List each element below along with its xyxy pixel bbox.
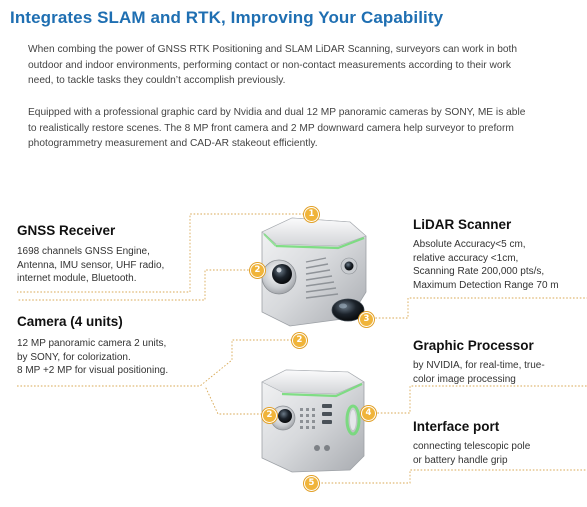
slam-device-bottom-view	[261, 369, 365, 473]
gpu-line: color image processing	[413, 373, 516, 385]
port-line: connecting telescopic pole	[413, 441, 531, 452]
slam-device-top-view	[261, 217, 367, 327]
camera-title: Camera (4 units)	[17, 314, 123, 329]
graphic-processor-title: Graphic Processor	[413, 338, 534, 353]
camera-line: by SONY, for colorization.	[17, 351, 131, 363]
lidar-line: Scanning Rate 200,000 pts/s,	[413, 266, 545, 277]
gnss-receiver-title: GNSS Receiver	[17, 223, 116, 238]
port-line: or battery handle grip	[413, 454, 508, 466]
gnss-receiver-description: 1698 channels GNSS Engine, Antenna, IMU …	[17, 245, 192, 286]
page-title: Integrates SLAM and RTK, Improving Your …	[10, 8, 444, 27]
interface-port-description: connecting telescopic pole or battery ha…	[413, 440, 563, 467]
gnss-line: internet module, Bluetooth.	[17, 273, 137, 284]
badge-interface-port: 5	[304, 476, 319, 491]
camera-description: 12 MP panoramic camera 2 units, by SONY,…	[17, 337, 197, 378]
lidar-scanner-title: LiDAR Scanner	[413, 217, 512, 232]
camera-line: 8 MP +2 MP for visual positioning.	[17, 365, 169, 376]
intro-paragraph: When combing the power of GNSS RTK Posit…	[28, 44, 518, 86]
gnss-line: 1698 channels GNSS Engine,	[17, 246, 150, 257]
interface-port-title: Interface port	[413, 419, 500, 434]
lidar-line: Maximum Detection Range 70 m	[413, 279, 559, 291]
badge-gnss: 1	[304, 207, 319, 222]
lidar-scanner-description: Absolute Accuracy<5 cm, relative accurac…	[413, 238, 583, 292]
badge-graphic-processor: 4	[361, 406, 376, 421]
lidar-line: Absolute Accuracy<5 cm,	[413, 239, 526, 250]
hardware-paragraph: Equipped with a professional graphic car…	[28, 107, 526, 149]
graphic-processor-description: by NVIDIA, for real-time, true- color im…	[413, 359, 553, 386]
badge-lidar: 3	[359, 312, 374, 327]
badge-camera-upper: 2	[250, 263, 265, 278]
gpu-line: by NVIDIA, for real-time, true-	[413, 360, 545, 371]
badge-camera-lower: 2	[262, 408, 277, 423]
gnss-line: Antenna, IMU sensor, UHF radio,	[17, 259, 165, 271]
camera-line: 12 MP panoramic camera 2 units,	[17, 338, 167, 349]
lidar-line: relative accuracy <1cm,	[413, 252, 519, 264]
badge-camera-middle: 2	[292, 333, 307, 348]
